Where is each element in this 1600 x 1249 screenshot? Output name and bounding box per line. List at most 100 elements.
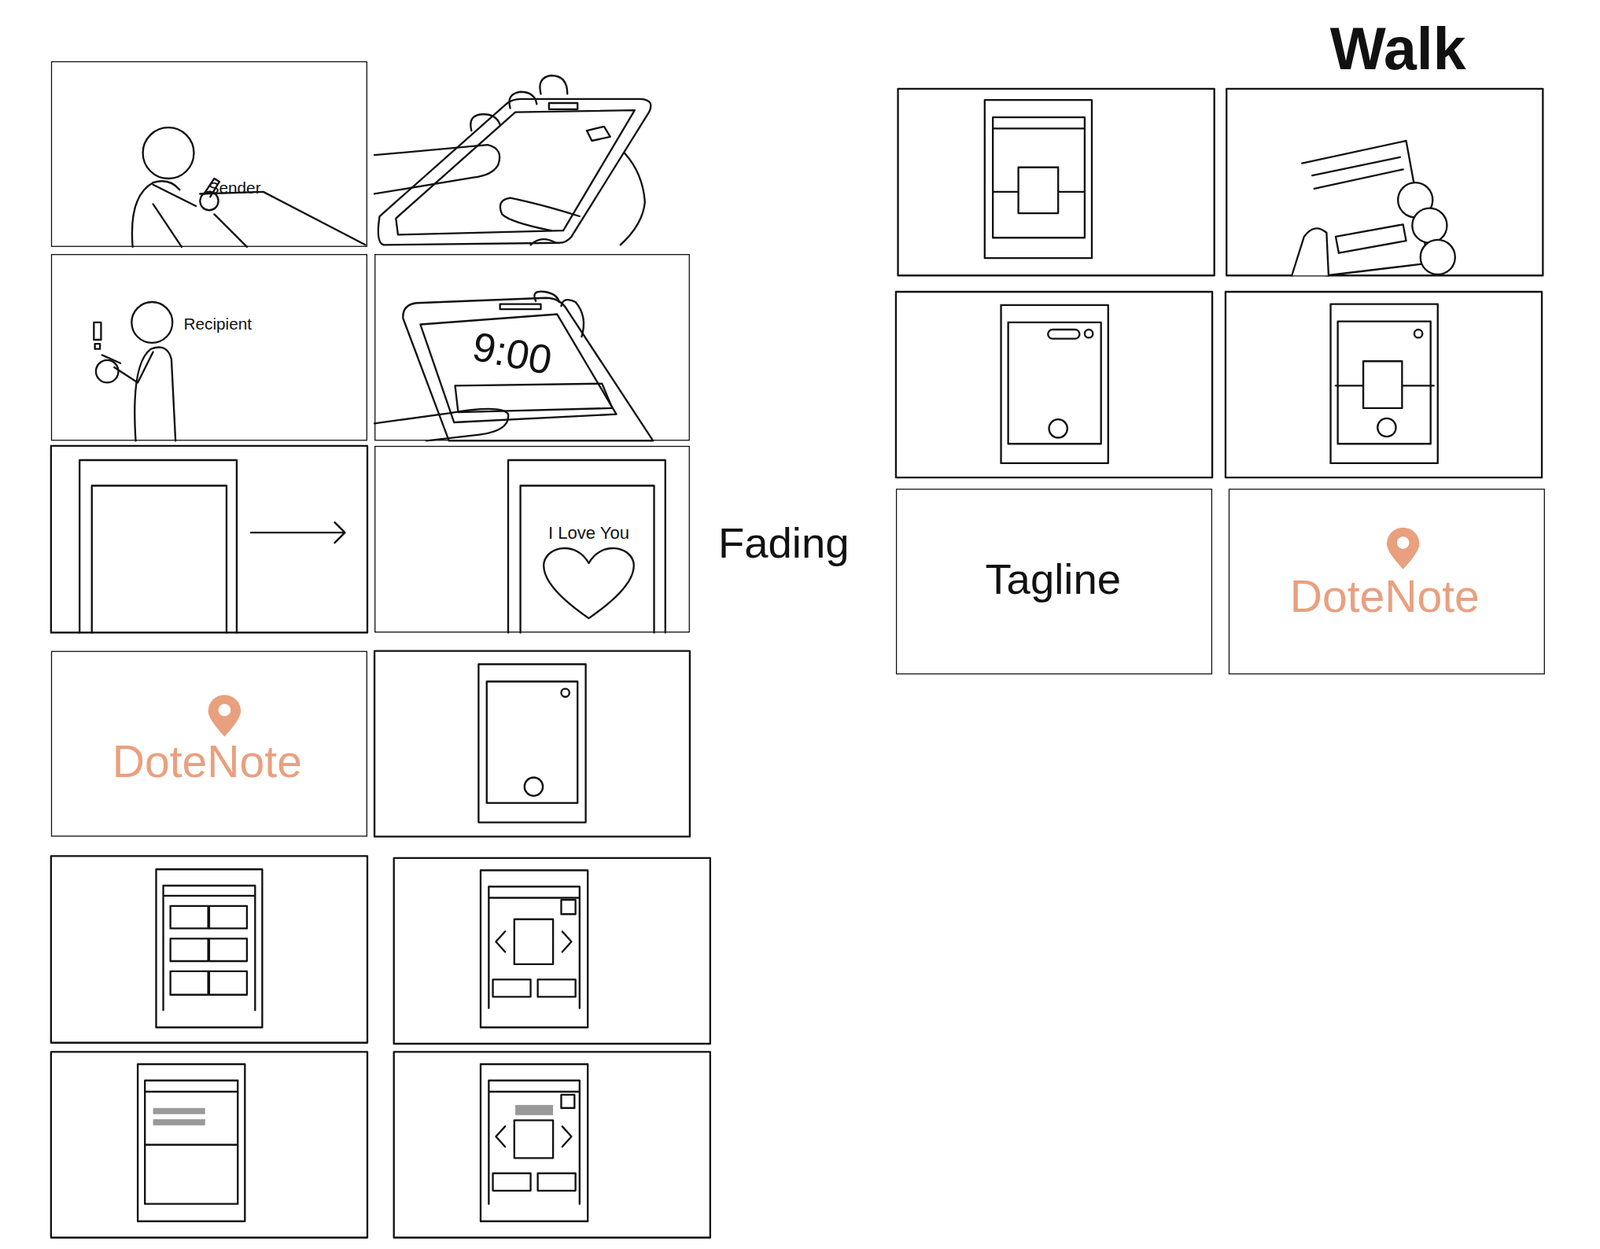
screen — [488, 886, 579, 1008]
tablet — [378, 99, 652, 245]
section-label: Walk — [1330, 14, 1467, 84]
home-button — [1049, 419, 1068, 438]
storyboard-panel: DoteNote — [51, 651, 368, 837]
button — [1335, 224, 1407, 253]
screen — [163, 885, 256, 1011]
panel — [1226, 88, 1543, 276]
screen — [488, 1080, 579, 1205]
camera — [1084, 329, 1093, 338]
tablet — [137, 1064, 245, 1222]
panel — [51, 1051, 368, 1238]
pin-hole — [1397, 536, 1410, 550]
head — [143, 127, 195, 179]
panel-text: Sender — [208, 179, 262, 199]
panel — [51, 446, 368, 633]
heart — [543, 548, 635, 619]
tablet-screen — [420, 314, 616, 424]
chevrons — [495, 931, 572, 952]
notification-bar — [455, 383, 613, 413]
storyboard-panel: Recipient — [51, 254, 368, 441]
phone — [102, 354, 121, 363]
phone-screen — [1338, 321, 1431, 445]
image — [1018, 167, 1059, 214]
phone — [1001, 305, 1109, 464]
home-button — [524, 777, 543, 796]
tile — [209, 938, 248, 962]
tablet — [984, 99, 1092, 259]
pin-icon — [208, 694, 242, 737]
phone-screen — [1008, 322, 1102, 444]
head — [131, 302, 173, 343]
phone-screen — [1312, 157, 1403, 189]
tile — [209, 906, 248, 930]
camera — [1414, 329, 1423, 338]
panel — [1225, 291, 1542, 478]
pin-hole — [218, 704, 232, 717]
desk-leg — [213, 213, 248, 248]
arm — [153, 203, 182, 247]
storyboard-panel: I Love You — [374, 446, 690, 633]
image — [514, 919, 553, 965]
pin-icon — [1386, 527, 1420, 570]
panel — [895, 291, 1213, 478]
body — [134, 347, 176, 442]
tablet-screen — [486, 682, 578, 804]
tile — [170, 971, 209, 996]
door — [92, 485, 227, 633]
right-hand — [620, 153, 646, 246]
finger — [539, 75, 568, 94]
image — [1363, 361, 1402, 409]
tablet — [480, 870, 588, 1029]
panel-text: Tagline — [984, 554, 1121, 605]
right-hand — [560, 299, 584, 337]
card — [520, 485, 655, 633]
phone — [1330, 304, 1438, 464]
tablet-icon — [586, 126, 611, 141]
panel — [374, 651, 690, 837]
finger — [470, 114, 500, 131]
panel — [394, 858, 711, 1044]
arm — [153, 184, 196, 207]
storyboard-panel: Tagline — [895, 488, 1213, 675]
finger — [1420, 239, 1456, 275]
icon — [560, 899, 576, 915]
arm — [114, 352, 153, 384]
panel-text: 9:00 — [468, 322, 557, 384]
tablet-slot — [500, 304, 542, 310]
finger — [1411, 208, 1447, 244]
tile — [209, 971, 248, 996]
home-button — [1377, 418, 1396, 437]
text-bar — [515, 1105, 553, 1116]
panel — [898, 88, 1215, 276]
panel-text: I Love You — [548, 523, 630, 544]
hand — [95, 360, 119, 384]
panel — [394, 1051, 711, 1238]
thumb — [1291, 228, 1329, 276]
exclamation — [95, 343, 100, 349]
thumb — [500, 198, 580, 232]
exclamation — [93, 322, 101, 340]
tile — [170, 906, 209, 930]
panel-text: DoteNote — [1290, 571, 1480, 624]
section-label: Fading — [718, 519, 850, 569]
desk — [199, 191, 365, 245]
text-bar — [153, 1108, 206, 1115]
button — [493, 979, 531, 997]
left-hand — [374, 409, 509, 442]
finger — [508, 92, 537, 109]
panel-text: DoteNote — [112, 736, 303, 789]
icon — [560, 1094, 575, 1109]
panel — [51, 855, 368, 1043]
button — [493, 1173, 531, 1191]
button — [538, 1173, 576, 1191]
tablet — [402, 298, 653, 442]
storyboard-panel: 9:00 — [374, 254, 690, 441]
speaker — [1047, 329, 1080, 340]
storyboard-panel: DoteNote — [1228, 488, 1545, 675]
image — [514, 1120, 553, 1158]
finger — [534, 291, 560, 303]
motion-arrow — [250, 522, 345, 543]
